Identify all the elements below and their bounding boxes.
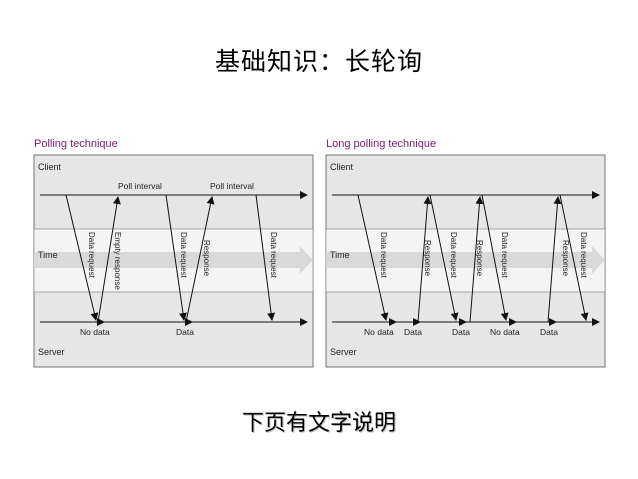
request-arrow xyxy=(357,194,389,321)
response-arrow xyxy=(469,196,484,323)
data-label: Data xyxy=(452,327,470,337)
poll-interval-label: Poll interval xyxy=(118,181,162,191)
no-data-label: No data xyxy=(364,327,394,337)
response-label: Response xyxy=(561,240,570,277)
response-label: Response xyxy=(475,240,484,277)
response-label: Response xyxy=(423,240,432,277)
data-request-label: Data request xyxy=(449,232,458,279)
data-label: Data xyxy=(540,327,558,337)
server-label: Server xyxy=(38,347,65,357)
time-arrow xyxy=(326,246,605,274)
response-arrow xyxy=(185,196,215,323)
polling-technique-diagram: Polling technique Client Time Server Pol… xyxy=(33,138,314,368)
footer-note: 下页有文字说明 xyxy=(241,411,396,436)
response-label: Response xyxy=(202,240,211,277)
response-arrow xyxy=(417,196,432,323)
data-request-label: Data request xyxy=(269,232,278,279)
time-arrow xyxy=(34,246,313,274)
server-label: Server xyxy=(330,347,357,357)
polling-heading: Polling technique xyxy=(34,138,118,150)
long-polling-technique-diagram: Long polling technique Client Time Serve… xyxy=(325,138,606,368)
data-request-label: Data request xyxy=(500,232,509,279)
data-label: Data xyxy=(404,327,422,337)
no-data-label: No data xyxy=(80,327,110,337)
request-arrow xyxy=(65,194,99,321)
client-label: Client xyxy=(330,162,354,172)
request-arrow xyxy=(255,194,276,321)
long-polling-heading: Long polling technique xyxy=(326,138,436,150)
client-label: Client xyxy=(38,162,62,172)
page-title: 基础知识：长轮询 xyxy=(214,47,423,76)
response-arrow xyxy=(97,196,121,323)
data-request-label: Data request xyxy=(179,232,188,279)
poll-interval-label: Poll interval xyxy=(210,181,254,191)
data-request-label: Data request xyxy=(379,232,388,279)
request-arrow xyxy=(429,194,459,321)
data-request-label: Data request xyxy=(579,232,588,279)
no-data-label: No data xyxy=(490,327,520,337)
empty-response-label: Empty response xyxy=(113,232,122,290)
request-arrow xyxy=(165,194,187,321)
time-label: Time xyxy=(330,250,350,260)
response-arrow xyxy=(547,196,562,323)
data-request-label: Data request xyxy=(87,232,96,279)
request-arrow xyxy=(481,194,509,321)
time-label: Time xyxy=(38,250,58,260)
request-arrow xyxy=(559,194,589,321)
data-label: Data xyxy=(176,327,194,337)
